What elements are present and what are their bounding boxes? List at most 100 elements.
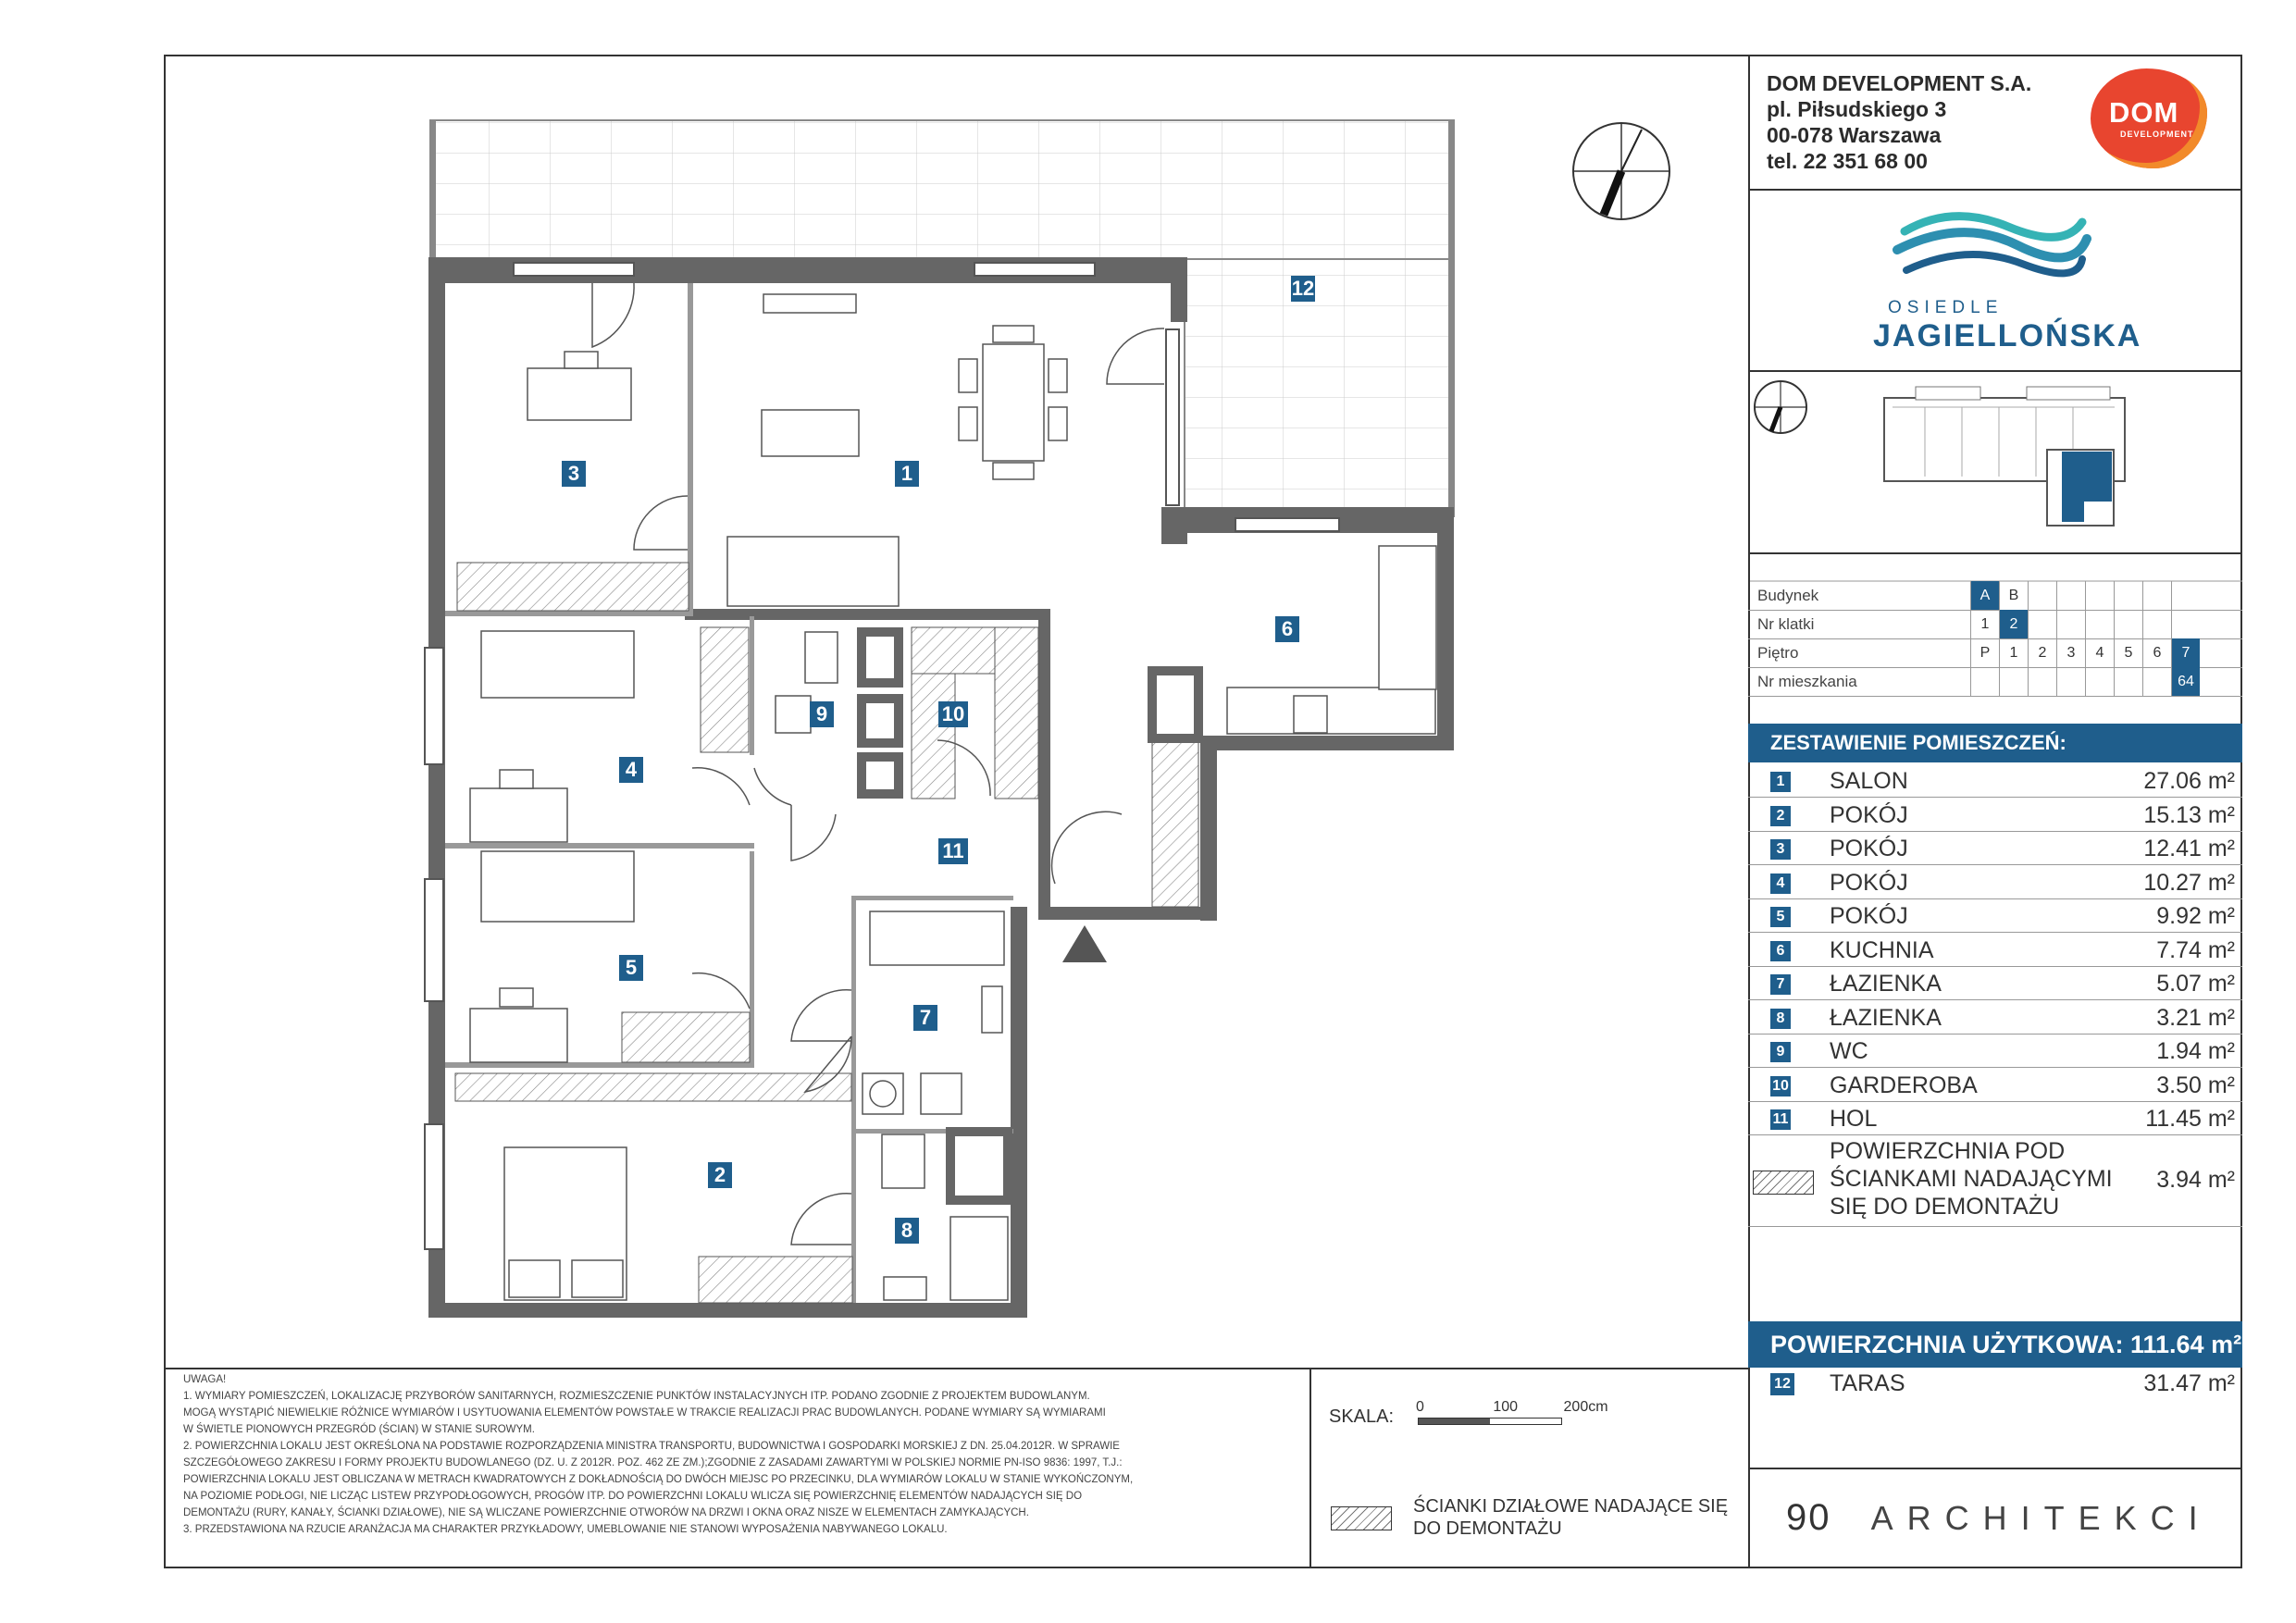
terrace-row: 12 TARAS 31.47 m² (1748, 1368, 2242, 1403)
terrace (429, 119, 1455, 517)
cell-pietro: 5 (2114, 638, 2142, 667)
shafts (857, 627, 1203, 1205)
key-plan-thumbnail (1883, 386, 2126, 527)
scale-legend-box (1309, 1368, 1748, 1568)
project-prefix: OSIEDLE (1888, 298, 2004, 317)
company-address2: 00-078 Warszawa (1767, 123, 1942, 147)
cell-pietro: 6 (2142, 638, 2171, 667)
note-line: SZCZEGÓŁOWEGO ZAKRESU I FORMY PROJEKTU B… (183, 1457, 1123, 1468)
terrace-number: 12 (1770, 1373, 1794, 1395)
row-klatka: Nr klatki 1 2 (1748, 610, 2242, 639)
compass-icon (1572, 122, 1670, 220)
room-area: 9.92 m² (2156, 903, 2235, 929)
company-info: DOM DEVELOPMENT S.A. pl. Piłsudskiego 3 … (1767, 70, 2031, 174)
note-line: 2. POWIERZCHNIA LOKALU JEST OKREŚLONA NA… (183, 1441, 1120, 1452)
room-number: 6 (1770, 940, 1791, 961)
room-area: 3.21 m² (2156, 1004, 2235, 1031)
waves-logo-icon (1893, 212, 2091, 278)
room-name: POKÓJ (1830, 903, 1908, 929)
plan-label-10: 10 (938, 701, 968, 727)
company-phone: tel. 22 351 68 00 (1767, 149, 1928, 173)
scale-bar (1418, 1418, 1562, 1425)
terrace-area: 31.47 m² (2143, 1370, 2235, 1396)
room-row: 10 GARDEROBA 3.50 m² (1748, 1069, 2242, 1102)
room-area: 5.07 m² (2156, 971, 2235, 997)
cell-klatka-2: 2 (1999, 610, 2028, 638)
legend-line2: DO DEMONTAŻU (1413, 1518, 1562, 1539)
plan-label-1: 1 (895, 461, 919, 487)
room-name: KUCHNIA (1830, 936, 1934, 963)
scale-label: SKALA: (1329, 1406, 1395, 1427)
room-row: 3 POKÓJ 12.41 m² (1748, 832, 2242, 865)
legend-line1: ŚCIANKI DZIAŁOWE NADAJĄCE SIĘ (1413, 1496, 1729, 1517)
room-name: ŁAZIENKA (1830, 971, 1942, 997)
scale-tick-200: 200cm (1563, 1399, 1608, 1415)
plan-label-2: 2 (708, 1162, 732, 1188)
room-name: SALON (1830, 768, 1908, 794)
room-number: 7 (1770, 974, 1791, 995)
label-budynek: Budynek (1757, 587, 1819, 604)
room-area: 7.74 m² (2156, 936, 2235, 963)
room-number: 1 (1770, 772, 1791, 792)
notes-text: UWAGA! 1. WYMIARY POMIESZCZEŃ, LOKALIZACJ… (183, 1371, 1289, 1538)
room-number: 3 (1770, 839, 1791, 860)
cell-budynek-a: A (1970, 581, 1999, 610)
room-area: 15.13 m² (2143, 801, 2235, 828)
room-row: 7 ŁAZIENKA 5.07 m² (1748, 967, 2242, 1000)
divider (1748, 1468, 2242, 1469)
note-line: 1. WYMIARY POMIESZCZEŃ, LOKALIZACJĘ PRZY… (183, 1391, 1090, 1402)
logo-subtext: DEVELOPMENT (2120, 130, 2194, 139)
note-line: NA POZIOMIE PODŁOGI, NIE LICZĄC LISTEW P… (183, 1491, 1083, 1502)
scale-tick-100: 100 (1493, 1399, 1519, 1415)
label-mieszkanie: Nr mieszkania (1757, 673, 1857, 690)
room-number: 2 (1770, 805, 1791, 826)
logo-text: DOM (2109, 96, 2179, 129)
architect-logo: 90 ARCHITEKCI (1786, 1497, 2212, 1539)
cell-pietro: 2 (2028, 638, 2056, 667)
dom-development-logo: DOM DEVELOPMENT (2091, 68, 2207, 168)
room-name: GARDEROBA (1830, 1072, 1978, 1098)
sheet-frame (164, 55, 2242, 1568)
room-row: 11 HOL 11.45 m² (1748, 1102, 2242, 1135)
room-name: POKÓJ (1830, 836, 1908, 861)
demolition-line1: POWIERZCHNIA POD (1830, 1138, 2066, 1164)
room-area: 12.41 m² (2143, 836, 2235, 861)
demolition-line3: SIĘ DO DEMONTAŻU (1830, 1194, 2060, 1220)
plan-label-11: 11 (938, 838, 968, 864)
divider (1748, 370, 2242, 372)
room-area: 1.94 m² (2156, 1038, 2235, 1064)
note-line: POWIERZCHNIA LOKALU JEST OBLICZANA W MET… (183, 1474, 1134, 1485)
entrance-triangle-icon (1062, 925, 1107, 962)
room-name: WC (1830, 1038, 1868, 1064)
room-area: 11.45 m² (2145, 1106, 2235, 1132)
note-line: MOGĄ WYSTĄPIĆ NIEWIELKIE RÓŻNICE WYMIARÓ… (183, 1407, 1106, 1419)
scale-ticks: 0 100 200cm (1416, 1399, 1608, 1416)
room-number: 11 (1770, 1109, 1791, 1130)
room-number: 10 (1770, 1075, 1791, 1096)
scale-tick-0: 0 (1416, 1399, 1424, 1415)
plan-label-4: 4 (619, 757, 643, 783)
cell-klatka-1: 1 (1970, 610, 1999, 638)
note-line: 3. PRZEDSTAWIONA NA RZUCIE ARANŻACJA MA … (183, 1524, 948, 1535)
demolition-row: POWIERZCHNIA POD ŚCIANKAMI NADAJĄCYMI SI… (1748, 1135, 2242, 1227)
label-klatka: Nr klatki (1757, 615, 1815, 633)
room-name: HOL (1830, 1106, 1878, 1132)
doors (591, 282, 1165, 1245)
room-row: 6 KUCHNIA 7.74 m² (1748, 934, 2242, 967)
notes-box (164, 1368, 1309, 1568)
divider (1748, 189, 2242, 191)
company-name: DOM DEVELOPMENT S.A. (1767, 71, 2032, 95)
room-area: 3.50 m² (2156, 1072, 2235, 1098)
room-area: 27.06 m² (2143, 768, 2235, 794)
rooms-list-title: ZESTAWIENIE POMIESZCZEŃ: (1748, 724, 2242, 762)
legend-hatch-swatch (1331, 1506, 1392, 1530)
note-line: UWAGA! (183, 1374, 227, 1385)
project-name: JAGIELLOŃSKA (1873, 318, 2142, 353)
plan-label-9: 9 (810, 701, 834, 727)
interior-walls (445, 283, 1013, 1303)
cell-pietro: 1 (1999, 638, 2028, 667)
cell-pietro: 3 (2056, 638, 2085, 667)
